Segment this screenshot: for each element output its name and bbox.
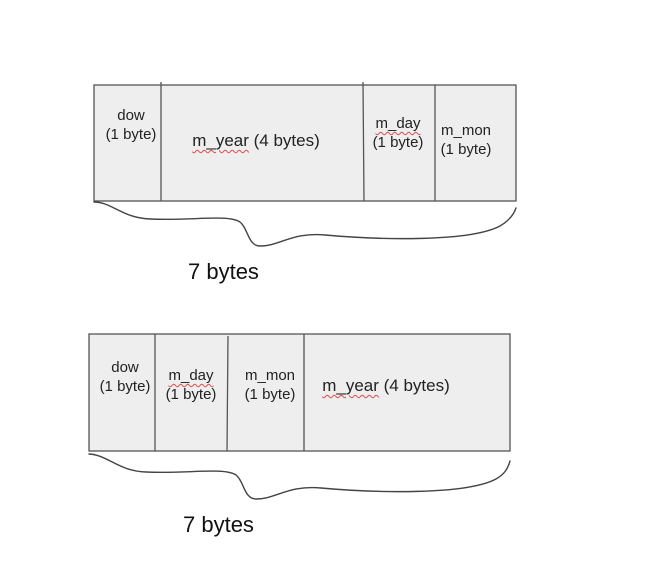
layout-2-field-m-year: m_year (4 bytes) [312,376,460,395]
layout-1-brace [93,201,517,247]
field-name: m_year [322,376,379,395]
field-size: (1 byte) [440,141,492,158]
layout-2-total-label: 7 bytes [183,512,254,537]
layout-1-field-dow: dow (1 byte) [98,106,164,144]
field-size: (1 byte) [105,126,157,143]
field-size: (1 byte) [99,378,151,395]
layout-1-box [93,84,517,202]
field-name: dow [117,107,145,124]
field-name: m_mon [244,367,296,384]
layout-2-box [88,333,511,452]
field-size: (1 byte) [165,386,217,403]
field-size: (4 bytes) [253,131,320,150]
layout-1-field-m-day: m_day (1 byte) [364,114,432,152]
layout-1-field-m-mon: m_mon (1 byte) [434,121,498,159]
field-size: (1 byte) [244,386,296,403]
layout-2-field-m-day: m_day (1 byte) [157,366,225,404]
layout-2-field-m-mon: m_mon (1 byte) [234,366,306,404]
field-name: m_year [192,131,249,150]
field-name: m_day [168,367,214,384]
layout-1-total-label: 7 bytes [188,259,259,284]
layout-2-field-dow: dow (1 byte) [92,358,158,396]
field-size: (1 byte) [372,134,424,151]
layout-1-field-m-year: m_year (4 bytes) [162,131,350,150]
field-name: m_day [375,115,421,132]
field-name: dow [111,359,139,376]
field-name: m_mon [440,122,492,139]
field-size: (4 bytes) [383,376,450,395]
layout-1-divider-2 [362,81,365,202]
layout-2-brace [88,453,511,500]
layout-2-divider-2 [226,335,229,452]
